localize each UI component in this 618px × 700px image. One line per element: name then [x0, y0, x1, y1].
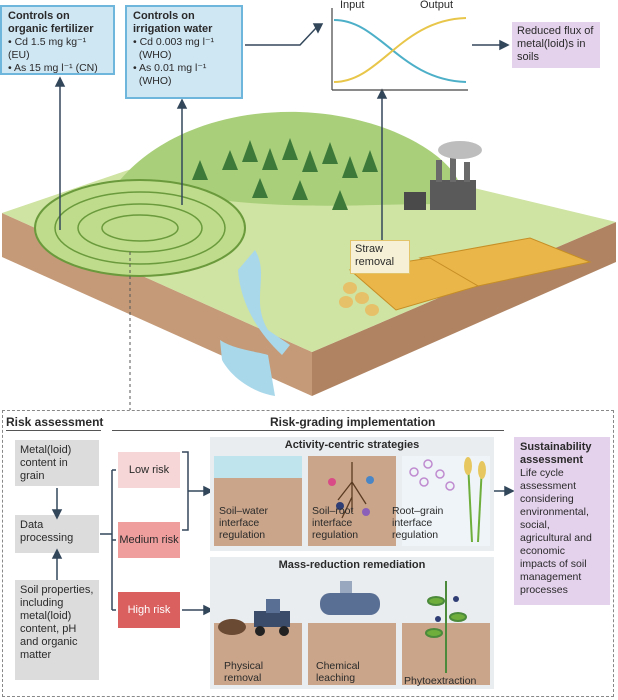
graph-output-label: Output — [420, 0, 454, 11]
controls-fertilizer-line: • Cd 1.5 mg kg⁻¹ (EU) — [8, 36, 87, 61]
straw-removal-box: Straw removal — [350, 240, 410, 274]
metal-content-text: Metal(loid) content in grain — [20, 444, 72, 482]
activity-illustration — [214, 456, 490, 546]
risk-high: High risk — [118, 592, 180, 628]
flow-arrows — [51, 451, 515, 616]
sustainability-box: Sustainability assessment Life cycle ass… — [514, 437, 610, 605]
controls-fertilizer-box: Controls on organic fertilizer • Cd 1.5 … — [0, 5, 115, 75]
reduced-flux-text: Reduced flux of metal(loid)s in soils — [517, 25, 594, 63]
data-processing-box: Data processing — [15, 515, 99, 553]
risk-grading-rule — [112, 430, 504, 431]
controls-irrigation-box: Controls on irrigation water • Cd 0.003 … — [125, 5, 243, 99]
sustainability-text: Life cycle assessment considering enviro… — [520, 467, 592, 596]
risk-grading-title: Risk-grading implementation — [270, 415, 436, 429]
risk-assessment-rule — [6, 430, 101, 431]
risk-low: Low risk — [118, 452, 180, 488]
risk-high-label: High risk — [127, 603, 171, 616]
risk-assessment-title: Risk assessment — [6, 415, 104, 429]
soil-properties-text: Soil properties, including metal(loid) c… — [20, 584, 94, 661]
risk-low-label: Low risk — [128, 463, 170, 476]
mass-title: Mass-reduction remediation — [278, 559, 426, 571]
mass-illustration — [214, 581, 490, 685]
activity-item-soil-water: Soil–water interface regulation — [219, 505, 269, 541]
metal-content-box: Metal(loid) content in grain — [15, 440, 99, 486]
activity-item-root-grain: Root–grain interface regulation — [392, 505, 444, 541]
controls-fertilizer-line: • As 15 mg l⁻¹ (CN) — [8, 62, 98, 74]
controls-irrigation-line: • As 0.01 mg l⁻¹ — [133, 62, 207, 74]
controls-irrigation-line: (WHO) — [133, 49, 172, 61]
activity-item-soil-root: Soil–root interface regulation — [312, 505, 359, 541]
data-processing-text: Data processing — [20, 519, 74, 544]
risk-medium-label: Medium risk — [119, 533, 179, 546]
controls-irrigation-line: (WHO) — [133, 75, 172, 87]
sustainability-title: Sustainability assessment — [520, 441, 592, 466]
mass-item-chemical-leaching: Chemical leaching — [316, 660, 360, 684]
controls-irrigation-title: Controls on irrigation water — [133, 10, 213, 35]
graph-input-label: Input — [340, 0, 365, 11]
mass-item-phytoextraction: Phytoextraction — [404, 675, 477, 687]
landscape-illustration — [2, 8, 616, 410]
activity-title: Activity-centric strategies — [284, 439, 420, 451]
risk-medium: Medium risk — [118, 522, 180, 558]
soil-properties-box: Soil properties, including metal(loid) c… — [15, 580, 99, 680]
controls-fertilizer-title: Controls on organic fertilizer — [8, 10, 94, 35]
bottom-frame — [2, 410, 614, 697]
controls-irrigation-line: • Cd 0.003 mg l⁻¹ — [133, 36, 215, 48]
mass-item-physical-removal: Physical removal — [224, 660, 264, 684]
reduced-flux-box: Reduced flux of metal(loid)s in soils — [512, 22, 600, 68]
straw-removal-text: Straw removal — [355, 243, 395, 268]
